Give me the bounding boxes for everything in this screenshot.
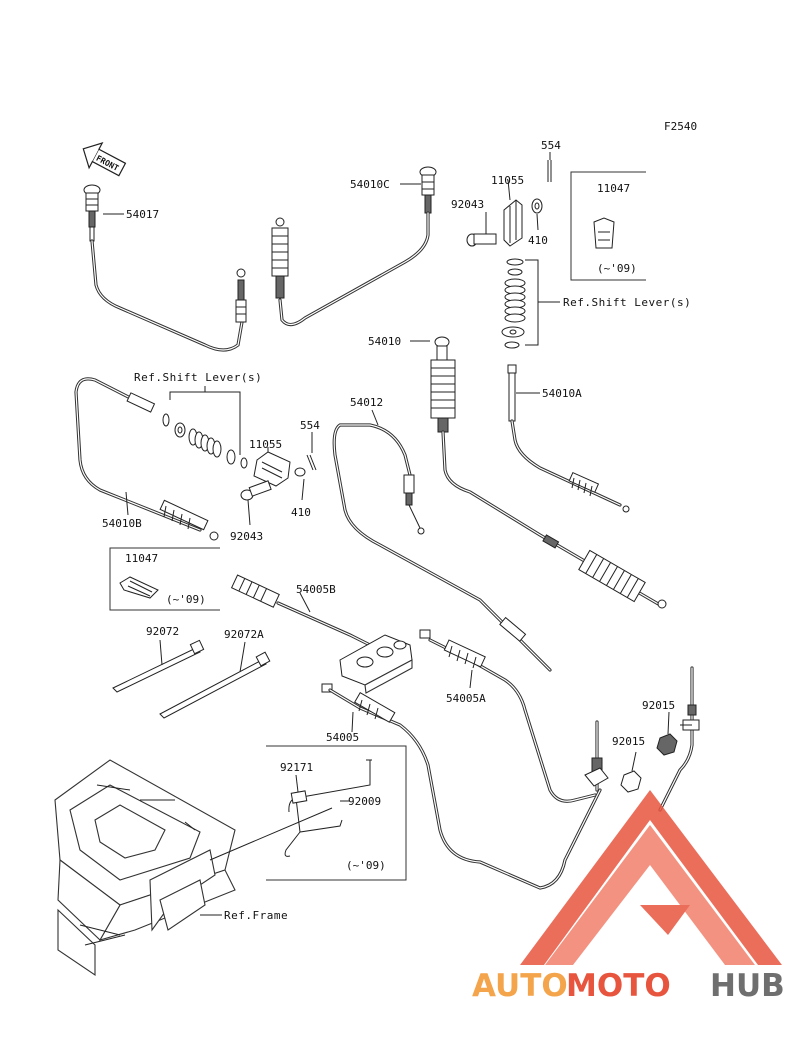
cable-54010 bbox=[410, 336, 667, 609]
note-09-bottom: (~'09) bbox=[346, 859, 386, 872]
label-54017: 54017 bbox=[126, 208, 159, 221]
label-11047-left: 11047 bbox=[125, 552, 158, 565]
part-11047-box-left bbox=[109, 547, 220, 611]
label-410-left: 410 bbox=[291, 506, 311, 519]
label-410-top: 410 bbox=[528, 234, 548, 247]
note-09-top: (~'09) bbox=[597, 262, 637, 275]
label-92015-a: 92015 bbox=[642, 699, 675, 712]
cable-bracket bbox=[321, 629, 431, 694]
label-92043-left: 92043 bbox=[230, 530, 263, 543]
cable-54010C bbox=[271, 166, 437, 327]
label-92043-top: 92043 bbox=[451, 198, 484, 211]
nut-92015-b bbox=[620, 751, 642, 793]
cable-54005 bbox=[328, 688, 602, 890]
label-92015-b: 92015 bbox=[612, 735, 645, 748]
label-54012: 54012 bbox=[350, 396, 383, 409]
automotohub-logo-icon bbox=[520, 790, 782, 965]
label-54010: 54010 bbox=[368, 335, 401, 348]
cable-tie-92072 bbox=[112, 639, 205, 693]
cable-54005B bbox=[230, 574, 372, 647]
label-54010C: 54010C bbox=[350, 178, 390, 191]
label-92171: 92171 bbox=[280, 761, 313, 774]
label-92009: 92009 bbox=[348, 795, 381, 808]
front-arrow-icon: FRONT bbox=[82, 142, 127, 177]
note-09-left: (~'09) bbox=[166, 593, 206, 606]
shift-lever-assembly-top bbox=[466, 152, 560, 349]
label-11055-top: 11055 bbox=[491, 174, 524, 187]
label-54005A: 54005A bbox=[446, 692, 486, 705]
label-54005: 54005 bbox=[326, 731, 359, 744]
label-92072A: 92072A bbox=[224, 628, 264, 641]
automotohub-watermark-text: AUTO MOTO HUB bbox=[472, 968, 785, 1004]
cable-54010A bbox=[507, 364, 630, 513]
cable-tie-92072A bbox=[159, 641, 271, 719]
svg-text:AUTO: AUTO bbox=[472, 968, 568, 1004]
ref-shift-lever-left: Ref.Shift Lever(s) bbox=[134, 371, 262, 384]
part-box-92171-92009 bbox=[266, 745, 407, 881]
figure-code: F2540 bbox=[664, 120, 697, 133]
label-54010A: 54010A bbox=[542, 387, 582, 400]
label-554-top: 554 bbox=[541, 139, 561, 152]
cable-54012 bbox=[332, 409, 552, 672]
cable-54005A bbox=[428, 638, 597, 803]
ref-frame: Ref.Frame bbox=[224, 909, 288, 922]
cable-54017 bbox=[83, 184, 247, 352]
label-54005B: 54005B bbox=[296, 583, 336, 596]
part-11047-box-top bbox=[570, 171, 646, 281]
shift-lever-assembly-left bbox=[74, 377, 317, 541]
nut-92015-a bbox=[656, 711, 692, 756]
label-54010B: 54010B bbox=[102, 517, 142, 530]
label-92072: 92072 bbox=[146, 625, 179, 638]
vehicle-frame bbox=[54, 759, 333, 977]
svg-text:HUB: HUB bbox=[710, 968, 785, 1004]
svg-text:MOTO: MOTO bbox=[566, 968, 671, 1004]
ref-shift-lever-top: Ref.Shift Lever(s) bbox=[563, 296, 691, 309]
label-554-left: 554 bbox=[300, 419, 320, 432]
label-11055-left: 11055 bbox=[249, 438, 282, 451]
label-11047-top: 11047 bbox=[597, 182, 630, 195]
